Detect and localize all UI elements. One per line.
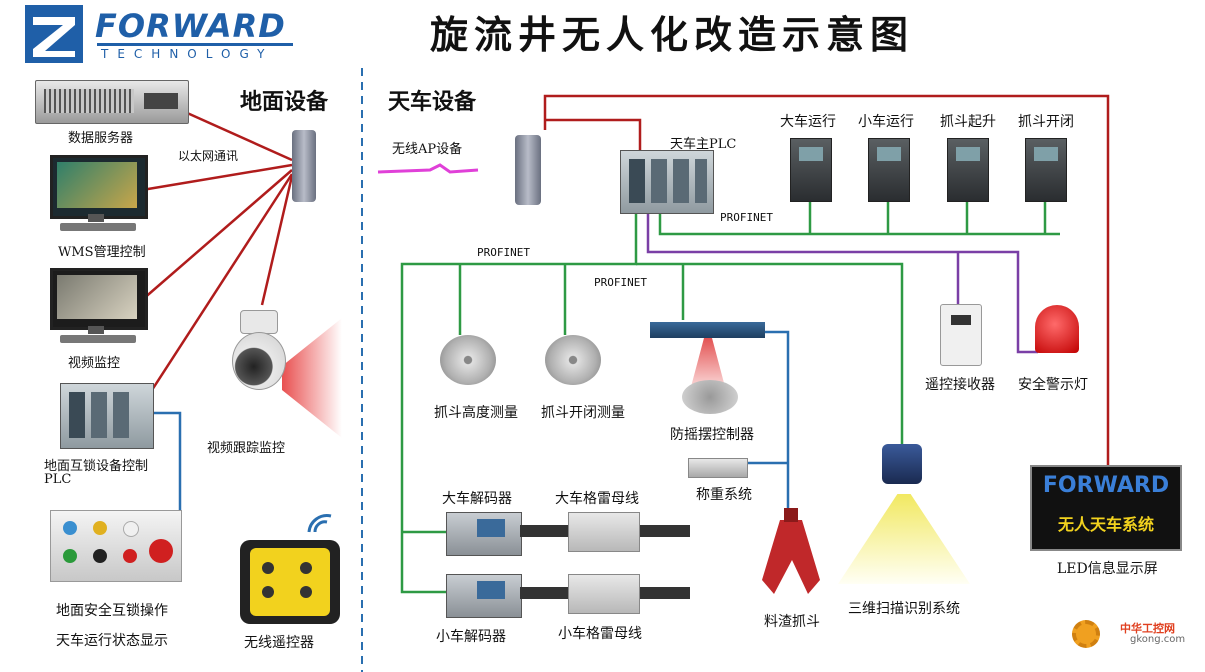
- section-crane: 天车设备: [388, 90, 477, 115]
- server-icon: [35, 80, 189, 124]
- ground-ap-icon: [292, 130, 316, 202]
- encoder-icon: [440, 335, 496, 385]
- small-gray-box-icon: [568, 574, 640, 614]
- blue-lines: [152, 330, 790, 530]
- small-decoder-label: 小车解码器: [436, 629, 506, 645]
- big-gray-box-icon: [568, 512, 640, 552]
- ground-plc-label-2: PLC: [44, 472, 72, 487]
- drive-icon: [947, 138, 989, 202]
- big-gray-label: 大车格雷母线: [555, 491, 639, 507]
- video-label: 视频监控: [68, 356, 121, 371]
- weigh-label: 称重系统: [696, 487, 752, 503]
- monitor-stand-icon: [88, 214, 104, 222]
- grab-height-label: 抓斗高度测量: [434, 405, 518, 421]
- logo-underline: [97, 43, 293, 46]
- monitor-stand-icon: [88, 326, 104, 334]
- drive-label-4: 抓斗开闭: [1018, 114, 1074, 130]
- logo-mark-icon: [25, 5, 83, 63]
- profinet-label-top: PROFINET: [720, 211, 773, 224]
- drive-label-2: 小车运行: [858, 114, 914, 130]
- antisway-hook-icon: [682, 380, 738, 414]
- drive-icon: [1025, 138, 1067, 202]
- operation-label-1: 地面安全互锁操作: [56, 603, 168, 619]
- keyboard-icon: [60, 223, 136, 231]
- big-decoder-icon: [446, 512, 522, 556]
- alarm-label: 安全警示灯: [1018, 377, 1088, 393]
- data-server-label: 数据服务器: [68, 131, 134, 146]
- ground-plc-icon: [60, 383, 154, 449]
- big-decoder-label: 大车解码器: [442, 491, 512, 507]
- scanner-icon: [882, 444, 922, 484]
- operation-panel-icon: [50, 510, 182, 582]
- drive-label-3: 抓斗起升: [940, 114, 996, 130]
- grab-bucket-icon: [750, 500, 832, 596]
- alarm-light-icon: [1035, 305, 1079, 353]
- operation-label-2: 天车运行状态显示: [56, 633, 168, 649]
- ap-label: 无线AP设备: [392, 142, 463, 157]
- video-monitor-icon: [50, 268, 148, 330]
- wifi-icon: [305, 512, 335, 534]
- antisway-rail-icon: [650, 322, 765, 338]
- logo: FORWARD TECHNOLOGY: [25, 5, 295, 63]
- section-ground: 地面设备: [240, 90, 329, 115]
- profinet-label-mid: PROFINET: [594, 276, 647, 289]
- ethernet-label: 以太网通讯: [178, 149, 239, 163]
- grab-label: 料渣抓斗: [764, 614, 820, 630]
- profinet-label-left: PROFINET: [477, 246, 530, 259]
- remote-label: 无线遥控器: [244, 635, 314, 651]
- watermark-gear-icon: [1072, 620, 1100, 648]
- ptz-camera-icon: [230, 310, 286, 390]
- small-gray-label: 小车格雷母线: [558, 626, 642, 642]
- logo-brand: FORWARD: [95, 7, 286, 45]
- ethernet-lines: [141, 110, 294, 391]
- antisway-label: 防摇摆控制器: [670, 427, 754, 443]
- led-display: FORWARD 无人天车系统: [1030, 465, 1182, 551]
- main-plc-icon: [620, 150, 714, 214]
- profinet-lines: [400, 200, 1060, 594]
- led-brand: FORWARD: [1042, 473, 1170, 498]
- wms-monitor-icon: [50, 155, 148, 219]
- encoder-icon: [545, 335, 601, 385]
- logo-sub: TECHNOLOGY: [101, 47, 274, 61]
- watermark-url: gkong.com: [1130, 634, 1186, 645]
- page-title: 旋流井无人化改造示意图: [430, 12, 915, 57]
- purple-lines: [646, 212, 1038, 354]
- drive-label-1: 大车运行: [780, 114, 836, 130]
- receiver-icon: [940, 304, 982, 366]
- grab-open-label: 抓斗开闭测量: [541, 405, 625, 421]
- small-decoder-icon: [446, 574, 522, 618]
- crane-ap-icon: [515, 135, 541, 205]
- wms-label: WMS管理控制: [58, 245, 146, 260]
- drive-icon: [868, 138, 910, 202]
- crane-red-lines: [543, 94, 1110, 465]
- scan3d-label: 三维扫描识别系统: [848, 601, 960, 617]
- receiver-label: 遥控接收器: [925, 377, 995, 393]
- keyboard-icon: [60, 335, 136, 343]
- watermark-cn: 中华工控网: [1120, 622, 1175, 635]
- main-plc-label: 天车主PLC: [670, 137, 737, 152]
- led-label: LED信息显示屏: [1057, 561, 1158, 577]
- load-cell-icon: [688, 458, 748, 478]
- ground-plc-label-1: 地面互锁设备控制: [44, 459, 149, 474]
- drive-icon: [790, 138, 832, 202]
- wireless-link: [377, 163, 479, 174]
- tracking-label: 视频跟踪监控: [207, 441, 286, 456]
- wireless-remote-icon: [240, 540, 340, 624]
- led-text: 无人天车系统: [1057, 515, 1154, 534]
